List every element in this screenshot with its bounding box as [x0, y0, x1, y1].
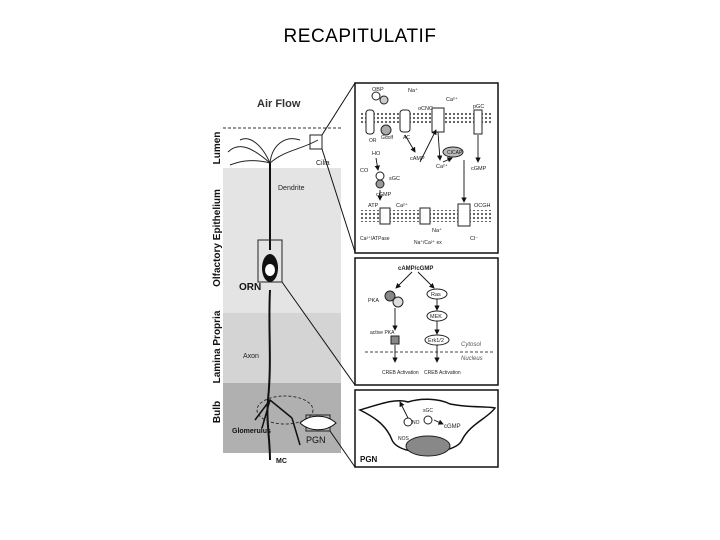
sgc-subunit: [375, 171, 385, 181]
adenylate-cyclase: [399, 109, 411, 133]
g-protein: [380, 124, 392, 136]
region-label-bulb: Bulb: [212, 401, 223, 423]
cgmp-label: cGMP: [444, 424, 461, 430]
camp-label: cAMP: [410, 156, 425, 162]
lamina-propria-region: [223, 313, 341, 383]
region-label-olfactory-epithelium: Olfactory Epithelium: [212, 189, 223, 287]
glomerulus: [256, 395, 314, 425]
pgn-inset-arrows: [399, 401, 444, 425]
soma-inset-arrows: [392, 271, 440, 363]
region-label-lamina-propria: Lamina Propria: [212, 310, 223, 383]
ca-label: Ca²⁺: [446, 96, 458, 103]
ocnc-channel: [431, 107, 445, 133]
cicap-shape: [442, 146, 464, 158]
sgc-enzyme: [423, 415, 433, 425]
glomerulus-label: Glomerulus: [232, 428, 271, 435]
obp-label: OBP: [372, 87, 384, 93]
pgc-enzyme: [473, 109, 483, 135]
no-label: NO: [412, 420, 420, 426]
sgc-label: sGC: [389, 176, 400, 182]
soma-header-label: cAMP/cGMP: [398, 266, 433, 272]
mek-label: MEK: [430, 314, 442, 320]
odorant-molecule: [371, 91, 381, 101]
pgn-cell: [299, 415, 337, 431]
lumen-region: [223, 83, 341, 168]
pgn-nucleus: [405, 435, 451, 457]
cilia-inset-arrows: [374, 129, 481, 203]
pka-subunit: [392, 296, 404, 308]
glomerulus-synapses: [254, 398, 301, 446]
soma-inset-frame: [354, 257, 499, 386]
cicap-label: CICAP: [447, 150, 463, 156]
slide-title: RECAPITULATIF: [283, 26, 437, 47]
na-ca-exchanger: [419, 207, 431, 225]
soma-inset: cAMP/cGMP PKA Ras MEK Erk1/2 active PKA …: [354, 257, 499, 386]
active-pka-shape: [390, 335, 400, 345]
ocgh-label: OCGH: [474, 203, 491, 209]
erk-label: Erk1/2: [428, 338, 444, 344]
axon-label: Axon: [243, 353, 259, 360]
nucleus-label: Nucleus: [461, 356, 483, 362]
cl-label: Cl⁻: [470, 236, 478, 242]
active-pka-label: active PKA: [370, 330, 395, 336]
cilia: [227, 138, 319, 166]
pgc-label: pGC: [473, 104, 484, 110]
or-label: OR: [369, 138, 377, 144]
cytosol-label: Cytosol: [461, 342, 482, 348]
golf-label: Gαolf: [381, 135, 394, 141]
ocgh-channel: [457, 203, 471, 227]
ca-top-label: Ca²⁺: [396, 202, 408, 209]
orn-nucleus: [265, 264, 275, 276]
sgc-subunit: [375, 179, 385, 189]
cilia-inset: OBP Na⁺ Ca²⁺ oCNC pGC OR Gαolf AC HO cAM…: [354, 82, 499, 254]
pgn-inset: NOS sGC NO cGMP PGN: [354, 389, 499, 468]
na-label: Na⁺: [408, 87, 418, 94]
nos-label: NOS: [398, 436, 410, 442]
cilia-label: Cilia: [316, 160, 330, 167]
cgmp-right-label: cGMP: [471, 166, 487, 172]
ho-label: HO: [372, 151, 381, 157]
orn-label: ORN: [239, 282, 261, 293]
cilia-inset-marker: [309, 134, 323, 150]
creb-right-label: CREB Activation: [424, 370, 461, 376]
creb-left-label: CREB Activation: [382, 370, 419, 376]
na-in-label: Na⁺: [432, 227, 442, 234]
odorant-receptor: [365, 109, 375, 135]
pgn-cell-body: [357, 398, 497, 454]
main-panel: Lumen Olfactory Epithelium Lamina Propri…: [212, 83, 341, 465]
sgc-label: sGC: [423, 408, 433, 414]
nos-enzyme: [403, 417, 413, 427]
pgn-label: PGN: [306, 435, 326, 445]
region-label-lumen: Lumen: [212, 132, 223, 165]
air-flow-label: Air Flow: [257, 98, 301, 110]
pgn-inset-label: PGN: [360, 455, 378, 464]
ras-label: Ras: [431, 292, 441, 298]
pka-label: PKA: [368, 298, 379, 304]
atpase-label: Ca²⁺/ATPase: [360, 236, 390, 242]
cgmp-left-label: cGMP: [376, 192, 392, 198]
ocnc-label: oCNC: [418, 106, 433, 112]
odorant-molecule: [379, 95, 389, 105]
ca-in-label: Ca²⁺: [436, 163, 448, 170]
pka-subunit: [384, 290, 396, 302]
orn-neuron-process: [266, 163, 271, 461]
cilia-upper-membrane: [360, 112, 492, 124]
mc-label: MC: [276, 458, 287, 465]
dendrite-label: Dendrite: [278, 185, 305, 192]
ca-atpase-pump: [379, 207, 391, 225]
co-label: CO: [360, 168, 369, 174]
inset-connectors: [281, 82, 356, 468]
ncx-label: Na⁺/Ca²⁺ ex: [414, 240, 442, 246]
atp-label: ATP: [368, 203, 379, 209]
